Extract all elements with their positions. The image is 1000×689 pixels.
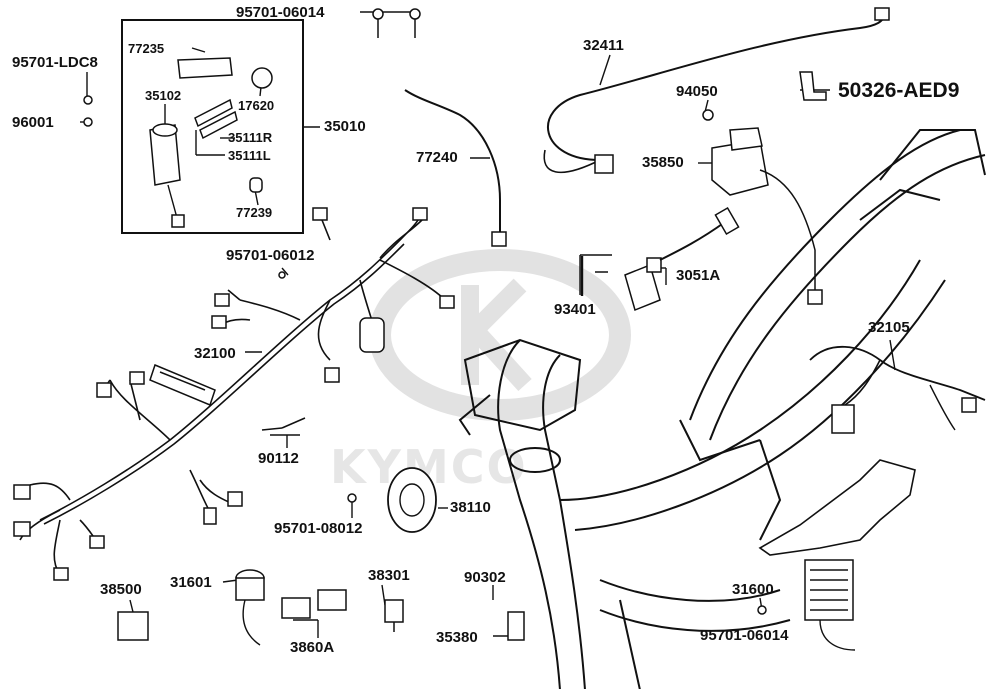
callout-31600: 31600 bbox=[732, 581, 774, 598]
callout-35010: 35010 bbox=[324, 118, 366, 135]
callout-38500: 38500 bbox=[100, 581, 142, 598]
harness-guide-strip bbox=[149, 363, 216, 407]
steering-head bbox=[458, 338, 582, 473]
screws bbox=[83, 8, 767, 615]
sensor-38301 bbox=[384, 599, 404, 623]
callout-95701-08012: 95701-08012 bbox=[274, 520, 363, 537]
leader-lines bbox=[80, 11, 896, 638]
watermark-logo-k bbox=[461, 278, 532, 392]
callout-77235: 77235 bbox=[128, 41, 165, 56]
spark-plug-cap-3051a bbox=[624, 257, 662, 312]
callout-35850: 35850 bbox=[642, 154, 684, 171]
callout-90112: 90112 bbox=[258, 450, 299, 467]
callout-77240: 77240 bbox=[416, 149, 458, 166]
cable-32411 bbox=[547, 11, 886, 161]
relay-3860a-a bbox=[281, 597, 311, 619]
callout-38301: 38301 bbox=[368, 567, 410, 584]
cable-32411-clip bbox=[594, 154, 614, 174]
callout-3051a: 3051A bbox=[676, 267, 721, 284]
callout-94050: 94050 bbox=[676, 83, 718, 100]
callout-32100: 32100 bbox=[194, 345, 236, 362]
callout-31601: 31601 bbox=[170, 574, 212, 591]
keys-35111 bbox=[194, 98, 238, 140]
harness-32105-connector bbox=[831, 404, 855, 434]
callout-38110: 38110 bbox=[450, 499, 491, 516]
callout-35111r: 35111R bbox=[228, 130, 273, 145]
callout-50326-aed9: 50326-AED9 bbox=[838, 79, 960, 102]
callout-32105: 32105 bbox=[868, 319, 910, 336]
regulator-31600 bbox=[804, 559, 854, 621]
callout-3860a: 3860A bbox=[290, 639, 335, 656]
cylinder-77239 bbox=[249, 177, 263, 193]
switch-35380 bbox=[507, 611, 525, 641]
bracket-50326 bbox=[799, 71, 827, 101]
harness-connectors bbox=[13, 207, 455, 581]
horn-38110 bbox=[387, 467, 437, 533]
callout-96001: 96001 bbox=[12, 114, 54, 131]
relay-3860a-b bbox=[317, 589, 347, 611]
callout-32411: 32411 bbox=[583, 37, 624, 54]
callout-95701-06014-top: 95701-06014 bbox=[236, 4, 325, 21]
wire-harness-32100 bbox=[19, 214, 446, 576]
cable-77240 bbox=[404, 89, 501, 240]
callout-95701-06014-bot: 95701-06014 bbox=[700, 627, 789, 644]
callout-35111l: 35111L bbox=[228, 148, 271, 163]
callout-35380: 35380 bbox=[436, 629, 478, 646]
callout-17620: 17620 bbox=[238, 98, 275, 113]
callout-95701-ldc8: 95701-LDC8 bbox=[12, 54, 98, 71]
callout-77239: 77239 bbox=[236, 205, 273, 220]
relay-38500 bbox=[117, 611, 149, 641]
callout-90302: 90302 bbox=[464, 569, 506, 586]
callout-35102: 35102 bbox=[145, 88, 182, 103]
frame-plate bbox=[758, 459, 916, 556]
ignition-coil-35850 bbox=[711, 127, 769, 196]
callout-93401: 93401 bbox=[554, 301, 596, 318]
cable-77240-end bbox=[491, 231, 507, 247]
harness-32105 bbox=[809, 345, 986, 401]
lock-77235 bbox=[177, 57, 233, 79]
key-switch-35102 bbox=[149, 123, 181, 186]
cable-32411-terminal bbox=[874, 7, 890, 21]
scooter-frame bbox=[497, 129, 986, 689]
callout-95701-06012: 95701-06012 bbox=[226, 247, 315, 264]
ring-17620 bbox=[251, 67, 273, 89]
socket-31601 bbox=[235, 569, 265, 601]
